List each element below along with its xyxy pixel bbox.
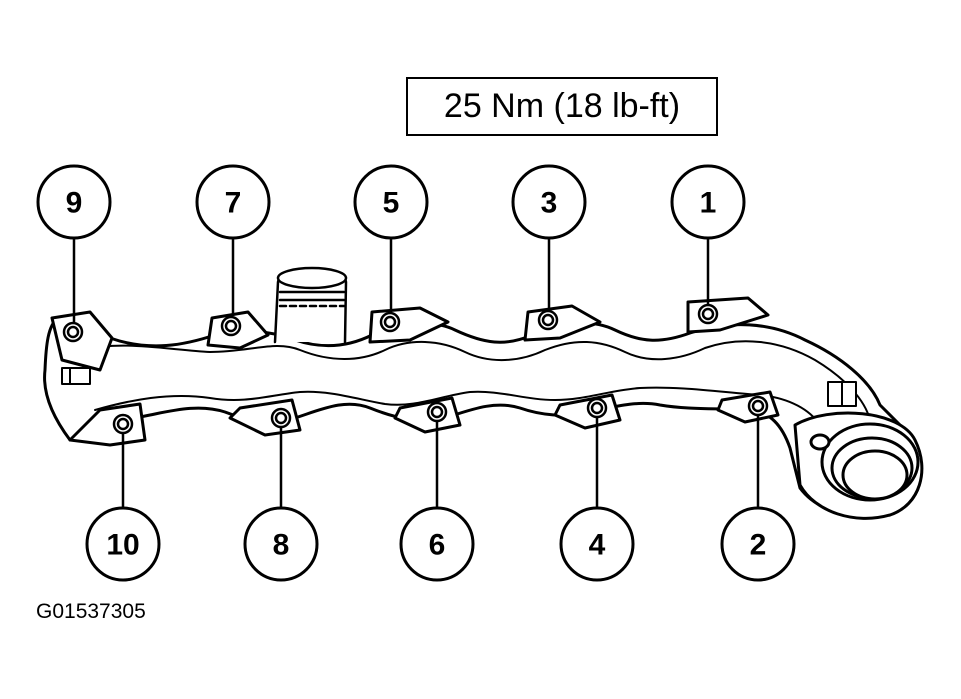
callout-number-2: 2 [750, 529, 767, 562]
manifold-lower-line [94, 386, 821, 426]
left-stud [61, 367, 91, 385]
callout-circle-5 [353, 164, 429, 240]
callout-number-4: 4 [589, 529, 606, 562]
callout-number-7: 7 [225, 187, 242, 220]
outlet-flange [793, 411, 924, 520]
callout-number-10: 10 [106, 529, 139, 562]
flange-9 [50, 310, 114, 372]
callout-circle-4 [559, 506, 635, 582]
torque-spec-box: 25 Nm (18 lb-ft) [406, 77, 718, 136]
callout-circle-2 [720, 506, 796, 582]
right-sensor [827, 381, 857, 407]
manifold-inner-line [84, 340, 871, 421]
callout-circle-1 [670, 164, 746, 240]
callout-number-6: 6 [429, 529, 446, 562]
callout-number-1: 1 [700, 187, 717, 220]
callout-number-5: 5 [383, 187, 400, 220]
callout-number-9: 9 [66, 187, 83, 220]
callout-number-3: 3 [541, 187, 558, 220]
torque-spec-label: 25 Nm (18 lb-ft) [443, 87, 681, 125]
callout-circle-10 [85, 506, 161, 582]
callout-number-8: 8 [273, 529, 290, 562]
top-outlet-pipe [273, 266, 348, 344]
callout-circle-3 [511, 164, 587, 240]
callout-circle-9 [36, 164, 112, 240]
callout-circle-8 [243, 506, 319, 582]
callout-circle-7 [195, 164, 271, 240]
flange-3 [523, 304, 602, 342]
manifold-body [43, 314, 923, 517]
callout-circle-6 [399, 506, 475, 582]
figure-code: G01537305 [36, 600, 146, 623]
flange-10 [68, 402, 147, 447]
